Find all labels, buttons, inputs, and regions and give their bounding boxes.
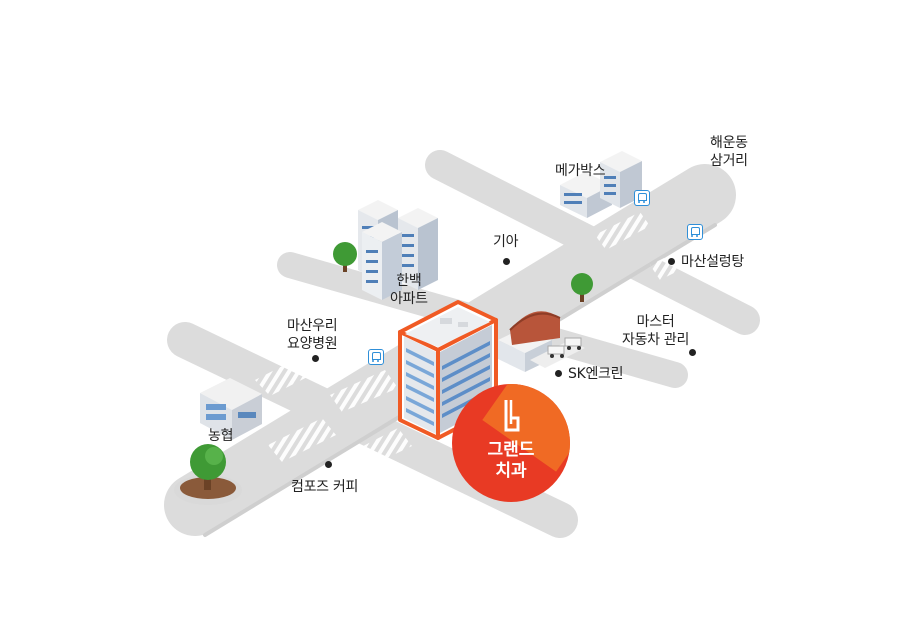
tree-planter — [174, 444, 242, 505]
hanbaek-apartment-buildings — [358, 200, 438, 300]
label-sk-enclean: SK엔크린 — [568, 366, 624, 382]
label-haeundong-junction: 해운동 삼거리 — [710, 135, 748, 169]
kia-marker — [503, 258, 510, 265]
dental-clinic-name: 그랜드 치과 — [487, 440, 535, 481]
masan-seolleongtang-marker — [668, 258, 675, 265]
masan-woori-marker — [312, 355, 319, 362]
bus-stop-icon — [687, 224, 703, 240]
label-kia: 기아 — [493, 234, 519, 250]
sk-enclean-station — [498, 311, 585, 372]
label-master-auto: 마스터 자동차 관리 — [622, 314, 690, 348]
label-masan-woori-hospital: 마산우리 요양병원 — [287, 318, 338, 352]
label-masan-seolleongtang: 마산설렁탕 — [681, 254, 744, 270]
master-auto-marker — [689, 349, 696, 356]
dental-clinic-badge[interactable]: 그랜드 치과 — [452, 384, 570, 502]
label-hanbaek-apartment: 한백 아파트 — [390, 273, 428, 307]
label-megabox: 메가박스 — [555, 163, 606, 179]
tooth-logo-icon — [504, 400, 520, 432]
compose-coffee-marker — [325, 461, 332, 468]
nonghyup-building — [200, 378, 262, 440]
bus-stop-icon — [368, 349, 384, 365]
label-compose-coffee: 컴포즈 커피 — [291, 479, 359, 495]
tree-icon — [333, 242, 593, 302]
sk-enclean-marker — [555, 370, 562, 377]
cross-road-upper — [425, 150, 760, 335]
bus-stop-icon — [634, 190, 650, 206]
label-nonghyup: 농협 — [208, 428, 234, 444]
